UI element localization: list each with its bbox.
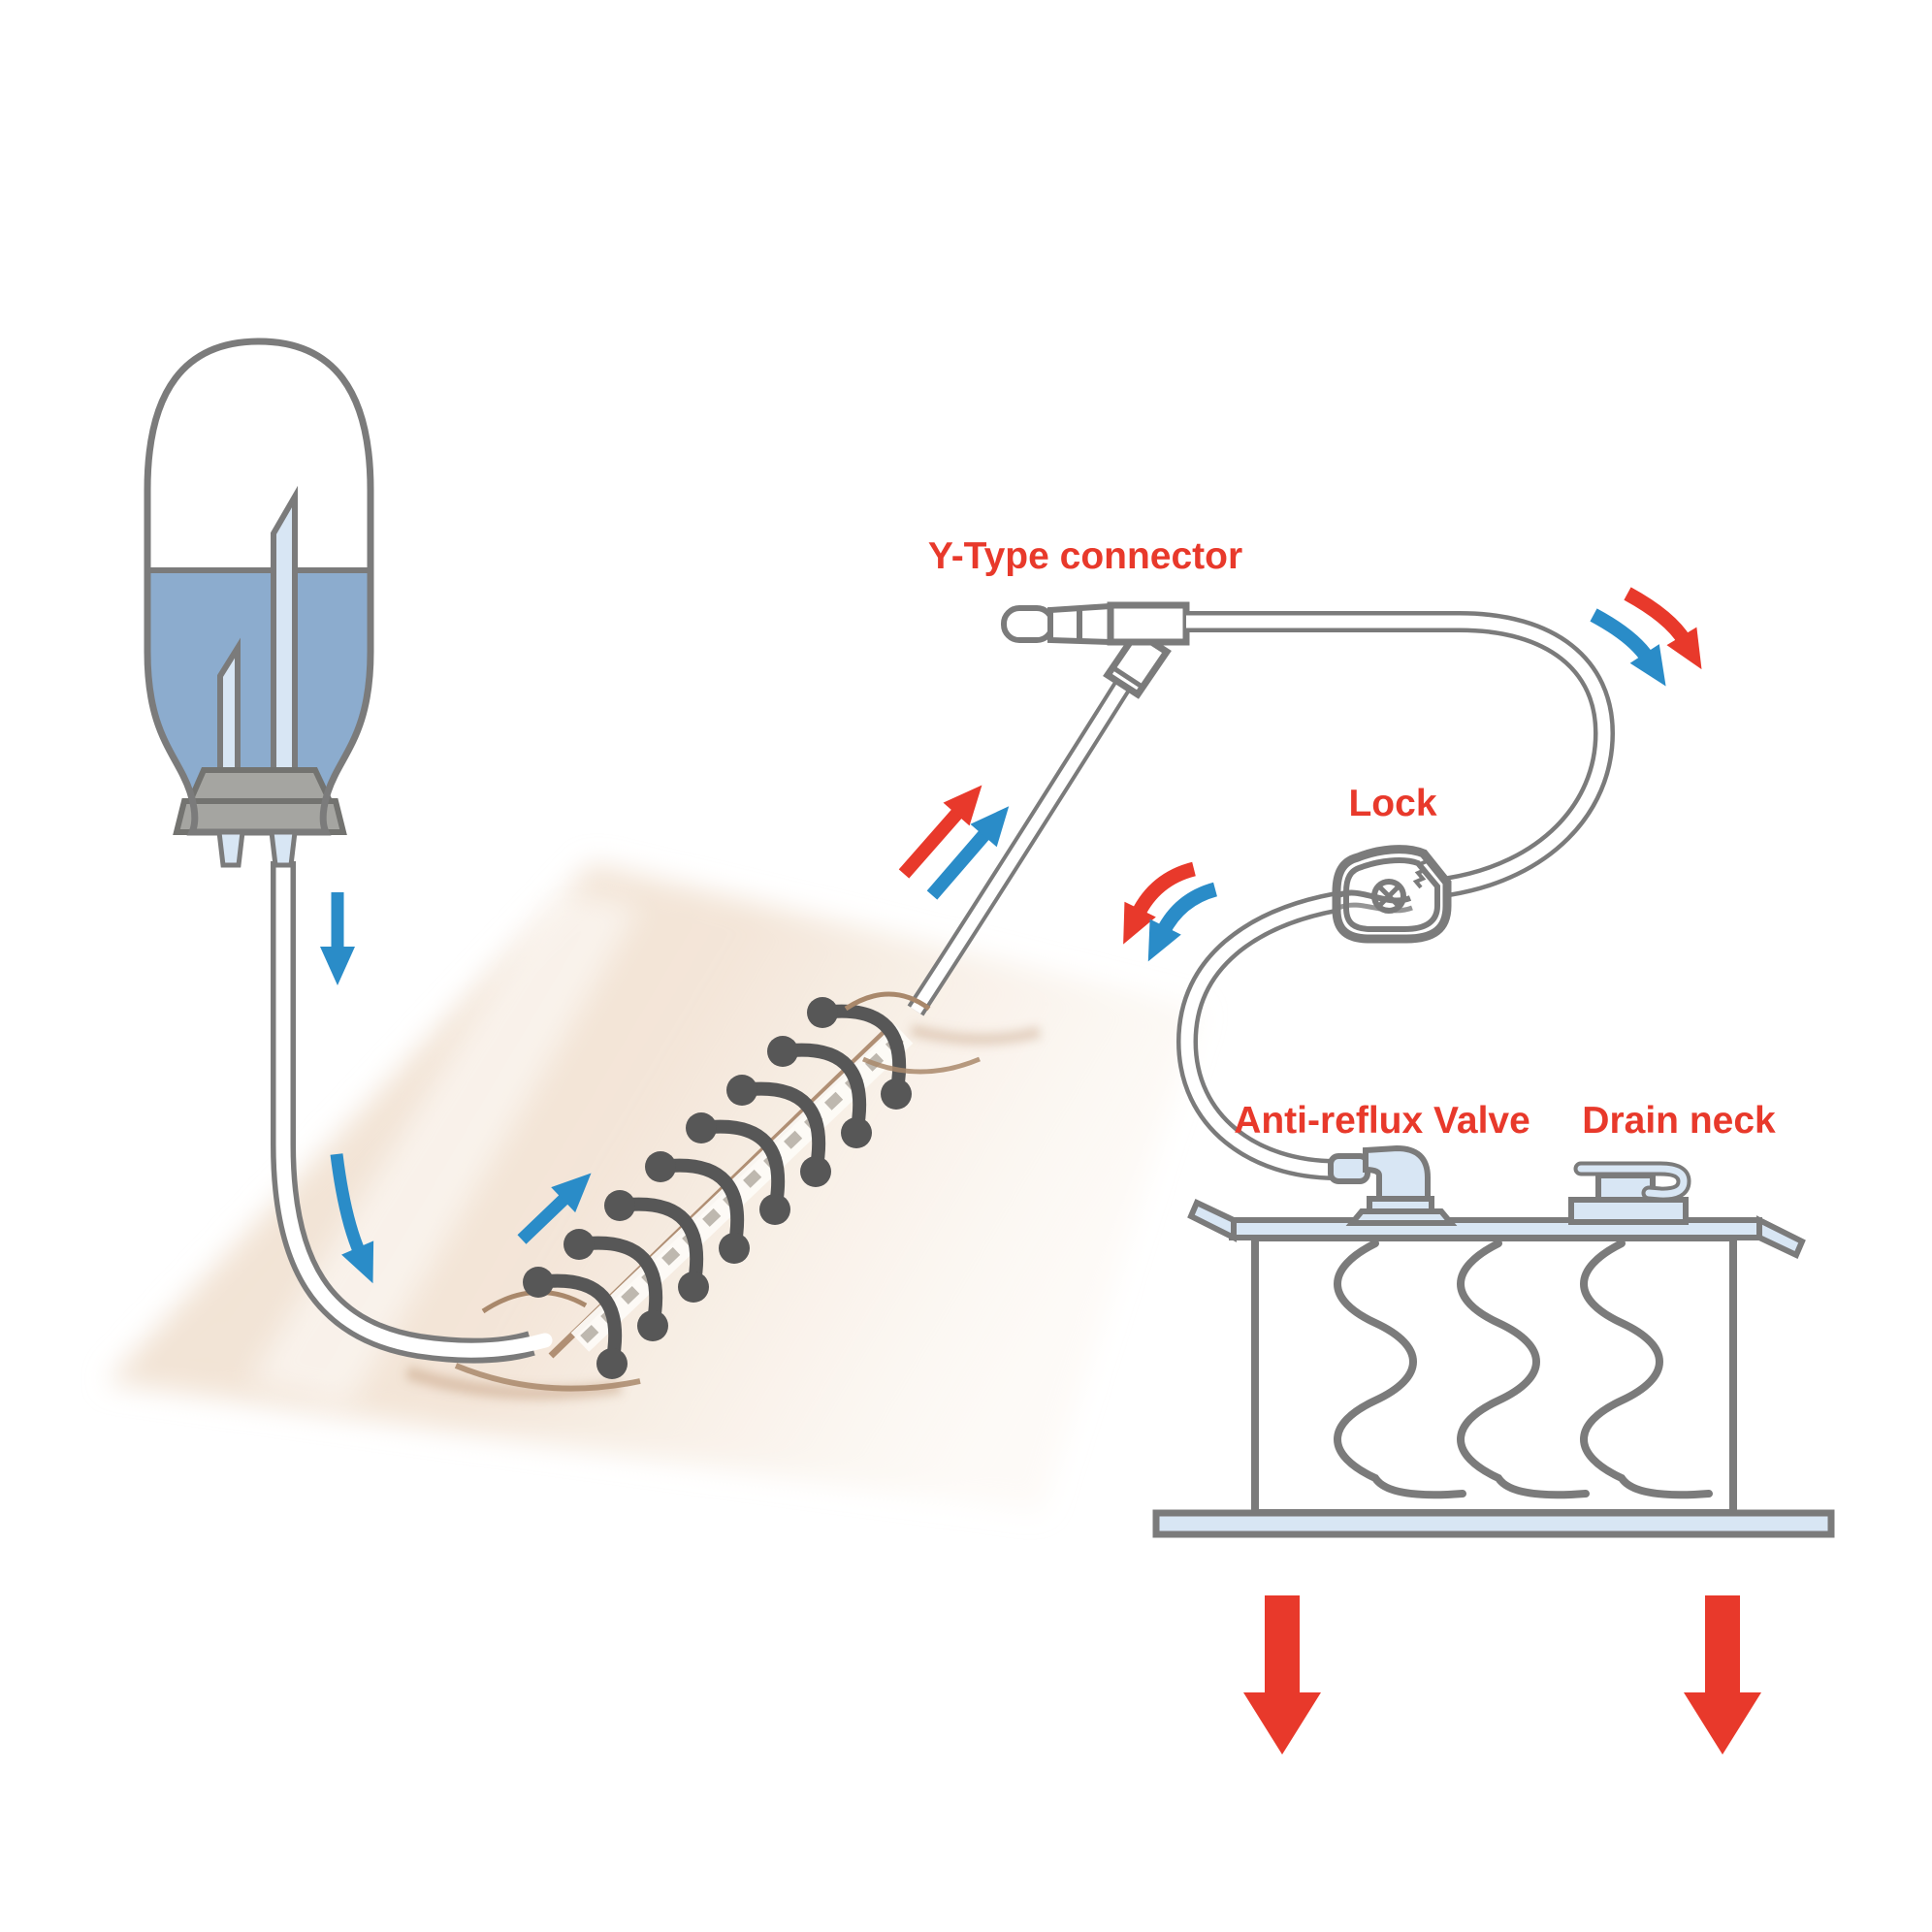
staple bbox=[726, 1075, 831, 1187]
anti-reflux-valve bbox=[1328, 1144, 1458, 1226]
y-type-connector bbox=[1001, 601, 1190, 699]
flow-arrows bbox=[320, 587, 1761, 1755]
label-y-type-connector: Y-Type connector bbox=[927, 535, 1243, 577]
staple bbox=[767, 1036, 872, 1148]
label-anti-reflux-valve: Anti-reflux Valve bbox=[1234, 1100, 1530, 1142]
collection-tube bbox=[1175, 611, 1616, 1180]
bellows-springs bbox=[1334, 1240, 1713, 1499]
bellows-bottom-plate bbox=[1152, 1509, 1835, 1538]
staple bbox=[807, 997, 912, 1110]
loop-flow-arrow-red bbox=[1624, 587, 1702, 670]
staple bbox=[645, 1151, 750, 1264]
y-tip-cap bbox=[1001, 605, 1055, 643]
wound-staples bbox=[523, 997, 912, 1379]
bottle-port-right bbox=[269, 829, 298, 868]
staple bbox=[523, 1267, 628, 1379]
suction-arrow-right bbox=[1684, 1595, 1761, 1755]
wound-exit-flap bbox=[844, 991, 981, 1075]
staple bbox=[604, 1190, 709, 1303]
outflow-thin-tube bbox=[907, 679, 1132, 1016]
lock-flow-arrow-blue bbox=[1147, 882, 1218, 962]
bottle-port-left bbox=[216, 829, 245, 868]
irrigation-bottle bbox=[144, 338, 374, 868]
suction-arrow-left bbox=[1243, 1595, 1321, 1755]
drain-neck-port bbox=[1568, 1161, 1691, 1225]
roller-clamp-lock bbox=[1332, 845, 1452, 944]
inflow-tube bbox=[271, 853, 553, 1364]
staple bbox=[564, 1229, 668, 1341]
bottle-liquid bbox=[147, 570, 370, 832]
lock-flow-arrow-red bbox=[1123, 861, 1197, 945]
loop-flow-arrow-blue bbox=[1590, 608, 1666, 687]
wound-flow-arrow bbox=[517, 1173, 592, 1244]
label-drain-neck: Drain neck bbox=[1582, 1100, 1776, 1142]
tube-outflow-arrow-red bbox=[898, 785, 982, 879]
bottle-flow-curve-arrow bbox=[330, 1153, 374, 1284]
tube-outflow-arrow-blue bbox=[926, 806, 1010, 900]
bottle-stopper bbox=[173, 767, 347, 835]
label-lock: Lock bbox=[1348, 783, 1437, 824]
staple bbox=[686, 1112, 790, 1225]
y-body bbox=[1107, 601, 1190, 646]
bellows-reservoir bbox=[1152, 1144, 1835, 1538]
bottle-outline bbox=[144, 338, 374, 836]
